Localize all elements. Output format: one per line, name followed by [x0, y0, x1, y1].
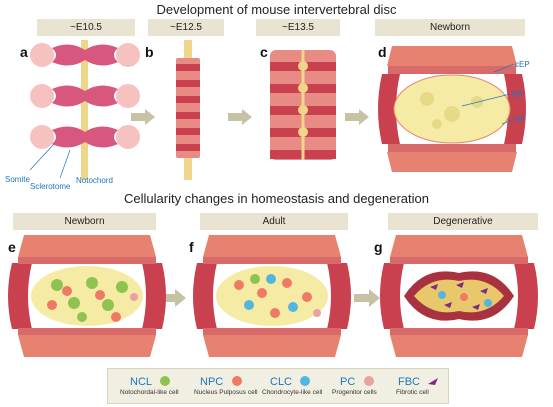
pc-swatch-icon — [363, 376, 374, 386]
arrow-c-to-d — [345, 109, 369, 125]
legend-item-ncl: NCL Notochordal-like cell — [120, 372, 179, 396]
legend-name: Chondrocyte-like cell — [262, 389, 323, 396]
cell-type-legend: NCL Notochordal-like cell NPC Nucleus Pu… — [107, 368, 449, 404]
label-np: NP — [512, 90, 524, 99]
panel-g-diagram — [380, 235, 538, 357]
legend-abbr: FBC — [398, 376, 420, 388]
panel-b-diagram — [176, 40, 200, 180]
panel-letter-a: a — [20, 44, 28, 60]
legend-item-fbc: FBC Fibrotic cell — [396, 372, 439, 396]
npc-cell — [460, 293, 468, 301]
panel-letter-f: f — [189, 239, 194, 255]
notochord-rod — [81, 40, 88, 180]
ncl-cells — [51, 277, 128, 322]
panel-e-diagram — [8, 235, 166, 357]
pc-cell — [130, 293, 138, 301]
arrow-e-to-f — [160, 289, 186, 307]
top-title: Development of mouse intervertebral disc — [156, 2, 397, 17]
panel-letter-c: c — [260, 44, 268, 60]
stage-label-adult: Adult — [200, 213, 348, 230]
legend-abbr: CLC — [270, 376, 293, 388]
legend-name: Progenitor cells — [332, 389, 377, 396]
label-somite: Somite — [5, 175, 30, 184]
stage-label-degenerative: Degenerative — [388, 213, 538, 230]
legend-item-pc: PC Progenitor cells — [332, 372, 377, 396]
stage-label-e13-5: ~E13.5 — [256, 19, 340, 36]
arrow-a-to-b — [131, 109, 155, 125]
ncl-swatch-icon — [160, 376, 171, 386]
stage-label-e12-5: ~E12.5 — [148, 19, 224, 36]
npc-cells — [47, 286, 121, 322]
legend-name: Nucleus Pulposus cell — [194, 389, 258, 396]
legend-name: Fibrotic cell — [396, 389, 429, 396]
clc-cells — [244, 274, 298, 312]
fbc-swatch-icon — [428, 378, 439, 385]
legend-item-npc: NPC Nucleus Pulposus cell — [194, 372, 258, 396]
legend-abbr: PC — [340, 376, 356, 388]
panel-letter-b: b — [145, 44, 154, 60]
panel-f-diagram — [193, 235, 351, 357]
legend-item-clc: CLC Chondrocyte-like cell — [262, 372, 322, 396]
legend-abbr: NPC — [200, 376, 224, 388]
stage-label-newborn: Newborn — [13, 213, 156, 230]
clc-cells — [438, 291, 492, 307]
label-af: AF — [515, 115, 526, 124]
panel-d-diagram — [378, 46, 526, 172]
npc-swatch-icon — [231, 376, 242, 386]
arrow-f-to-g — [354, 289, 380, 307]
somite-row-1 — [30, 43, 140, 67]
panel-letter-g: g — [374, 239, 383, 255]
panel-c-diagram — [270, 50, 336, 160]
panel-letter-e: e — [8, 239, 16, 255]
npc-cells — [234, 278, 312, 318]
ncl-cell — [250, 274, 260, 284]
stage-label-newborn-top: Newborn — [375, 19, 525, 36]
panel-a-diagram — [29, 40, 140, 180]
label-notochord: Notochord — [76, 176, 113, 185]
somite-row-3 — [30, 125, 140, 149]
legend-abbr: NCL — [130, 376, 153, 388]
arrow-b-to-c — [228, 109, 252, 125]
stage-label-e10-5: ~E10.5 — [37, 19, 135, 36]
legend-name: Notochordal-like cell — [120, 389, 179, 396]
label-cep: cEP — [515, 60, 530, 69]
bottom-title: Cellularity changes in homeostasis and d… — [124, 191, 429, 206]
panel-letter-d: d — [378, 44, 387, 60]
clc-swatch-icon — [300, 376, 311, 386]
somite-row-2 — [30, 84, 140, 108]
fbc-cells — [430, 282, 488, 310]
label-sclerotome: Sclerotome — [30, 182, 71, 191]
pc-cell — [313, 309, 321, 317]
